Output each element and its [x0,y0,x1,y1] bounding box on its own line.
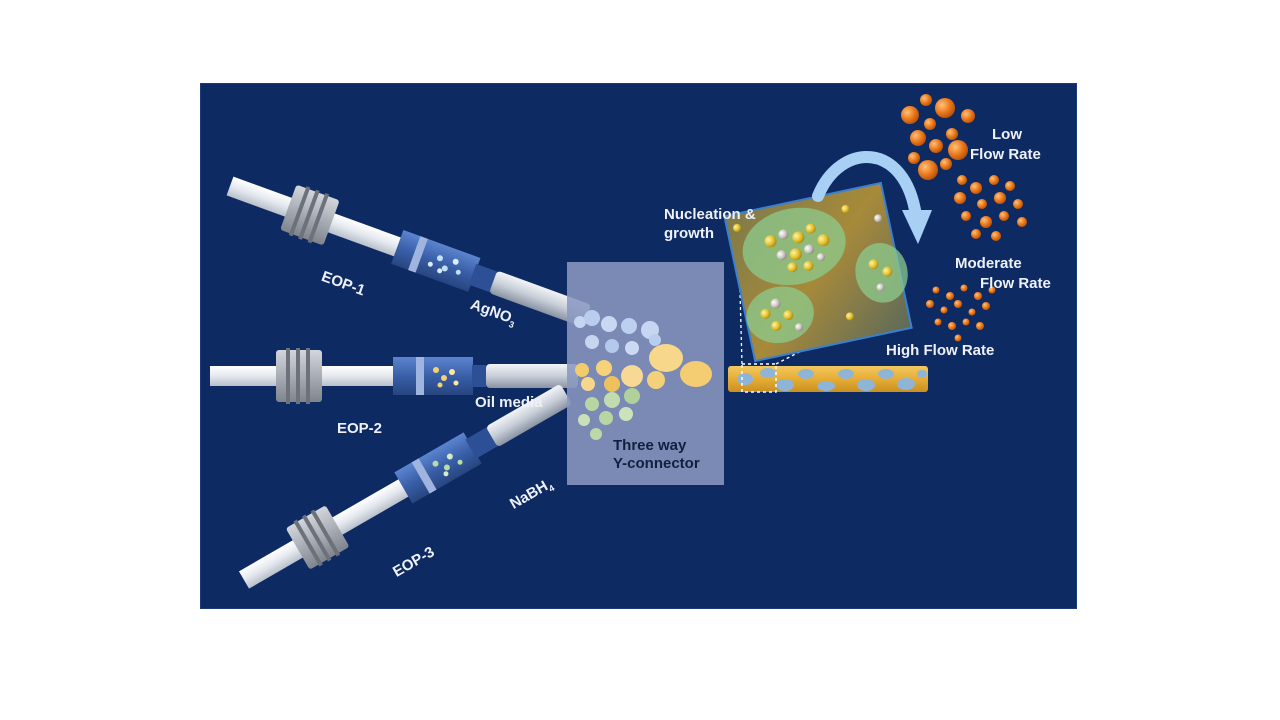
nucleation-label-line1: Nucleation & [664,206,756,223]
eop1-outlet-tube [490,271,591,327]
particles-low-flow [901,94,975,180]
pump-eop1 [226,176,591,327]
eop3-syringe [394,432,482,504]
pump-eop2 [210,348,578,404]
mixing-droplets [574,310,712,440]
eop2-label: EOP-2 [337,420,383,437]
zoom-source-box [741,363,777,393]
curved-arrow-icon [812,151,932,244]
connector-label-line1: Three way [613,437,687,454]
nucleation-label-line2: growth [664,225,714,242]
nucleation-zoom-view [723,181,913,363]
moderate-flow-label-line2: Flow Rate [980,275,1051,292]
pump-eop3 [239,385,571,589]
low-flow-label-line1: Low [992,126,1022,143]
particles-moderate-flow [954,175,1027,241]
connector-label-line2: Y-connector [613,455,700,472]
high-flow-label: High Flow Rate [886,342,995,359]
eop3-outlet-tube [487,385,571,446]
particles-high-flow [926,284,996,342]
low-flow-label-line2: Flow Rate [970,146,1041,163]
eop1-syringe [391,229,481,292]
oil-media-label: Oil media [475,394,543,411]
moderate-flow-label-line1: Moderate [955,255,1022,272]
eop2-outlet-tube [486,364,578,388]
eop2-syringe [393,357,473,395]
output-channel [728,366,928,392]
